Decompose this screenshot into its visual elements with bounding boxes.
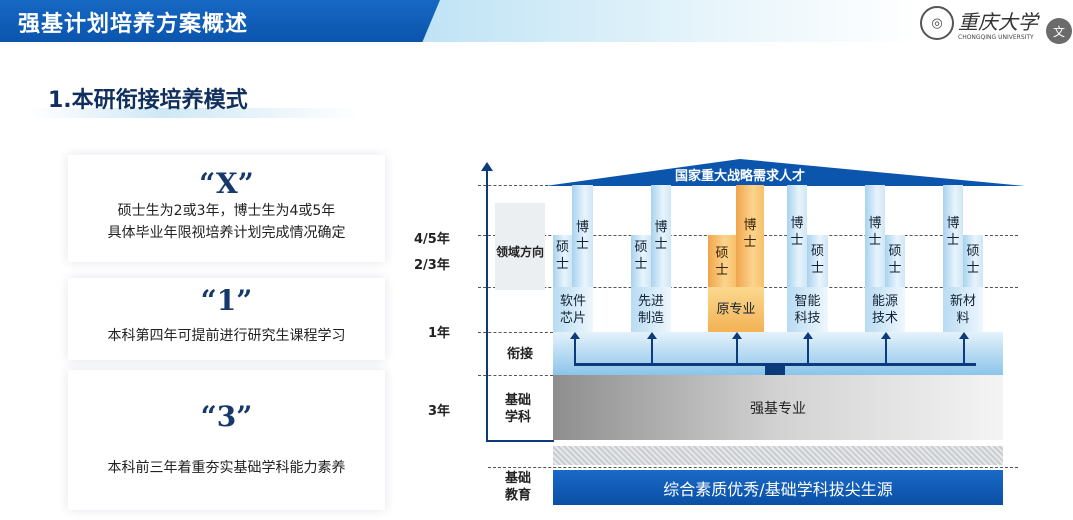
row-label: 衔接 bbox=[506, 347, 533, 362]
time-axis bbox=[486, 170, 488, 441]
arrow-up-icon bbox=[881, 332, 891, 365]
year-label: 4/5年 bbox=[414, 232, 450, 247]
doctor-column: 博士 bbox=[865, 185, 885, 287]
field-box: 智能科技 bbox=[787, 287, 828, 332]
master-column: 硕士 bbox=[631, 235, 651, 287]
doctor-column: 博士 bbox=[572, 185, 593, 287]
field-text: 先进制造 bbox=[637, 293, 664, 326]
divider bbox=[488, 467, 1018, 468]
axis-arrow-icon bbox=[481, 162, 493, 171]
col-text: 硕士 bbox=[888, 244, 902, 276]
translate-icon[interactable]: 文 bbox=[1046, 18, 1072, 44]
card-3: “3” 本科前三年着重夯实基础学科能力素养 bbox=[68, 370, 385, 510]
col-text: 博士 bbox=[575, 220, 589, 252]
section-underline bbox=[30, 108, 360, 118]
header-band bbox=[0, 0, 440, 42]
core-text: 强基专业 bbox=[750, 400, 806, 417]
field-box: 原专业 bbox=[708, 287, 764, 332]
col-text: 博士 bbox=[654, 220, 668, 252]
field-label-box bbox=[495, 203, 545, 290]
field-box: 能源技术 bbox=[865, 287, 905, 332]
col-text: 博士 bbox=[790, 216, 804, 248]
foundation-band: 综合素质优秀/基础学科拔尖生源 bbox=[553, 470, 1003, 505]
col-text: 博士 bbox=[868, 216, 882, 248]
header-fade bbox=[420, 0, 920, 42]
card-text: 本科前三年着重夯实基础学科能力素养 bbox=[107, 460, 346, 476]
col-text: 博士 bbox=[743, 218, 757, 250]
hatched-band bbox=[553, 446, 1003, 465]
field-text: 软件芯片 bbox=[559, 293, 586, 326]
field-text: 智能科技 bbox=[794, 293, 821, 326]
col-text: 硕士 bbox=[810, 244, 824, 276]
slide-title: 强基计划培养方案概述 bbox=[18, 12, 249, 37]
doctor-column: 博士 bbox=[651, 185, 671, 287]
field-box: 先进制造 bbox=[631, 287, 671, 332]
master-column: 硕士 bbox=[553, 235, 572, 287]
roof bbox=[545, 159, 1025, 186]
arrow-up-icon bbox=[647, 332, 657, 365]
roof-label: 国家重大战略需求人才 bbox=[674, 169, 805, 184]
row-label: 基础教育 bbox=[504, 471, 531, 503]
year-label: 3年 bbox=[428, 404, 451, 419]
divider bbox=[478, 185, 548, 186]
bridging-stem bbox=[765, 365, 785, 375]
col-text: 硕士 bbox=[715, 246, 729, 278]
card-text: 本科第四年可提前进行研究生课程学习 bbox=[107, 328, 346, 344]
arrow-up-icon bbox=[732, 332, 742, 365]
master-column: 硕士 bbox=[963, 235, 983, 287]
row-label: 基础学科 bbox=[504, 393, 531, 425]
year-label: 2/3年 bbox=[414, 258, 450, 273]
card-title: “1” bbox=[200, 284, 253, 317]
master-column: 硕士 bbox=[885, 235, 905, 287]
row-label: 领域方向 bbox=[495, 245, 544, 259]
field-box: 新材料 bbox=[943, 287, 983, 332]
master-column: 硕士 bbox=[708, 235, 736, 287]
col-text: 硕士 bbox=[555, 240, 569, 272]
bridging-line bbox=[574, 363, 976, 366]
axis-base bbox=[486, 440, 554, 442]
arrow-up-icon bbox=[570, 332, 580, 365]
card-text: 具体毕业年限视培养计划完成情况确定 bbox=[107, 225, 346, 241]
section-title: 1.本研衔接培养模式 bbox=[48, 88, 248, 113]
seal-icon: ◎ bbox=[920, 6, 954, 40]
arrow-up-icon bbox=[959, 332, 969, 365]
year-label: 1年 bbox=[428, 326, 451, 341]
doctor-column: 博士 bbox=[736, 185, 764, 287]
card-text: 硕士生为2或3年，博士生为4或5年 bbox=[117, 203, 336, 219]
logo-en: CHONGQING UNIVERSITY bbox=[958, 34, 1034, 41]
divider bbox=[478, 332, 553, 333]
divider bbox=[478, 375, 553, 376]
col-text: 博士 bbox=[946, 216, 960, 248]
doctor-column: 博士 bbox=[943, 185, 963, 287]
foundation-text: 综合素质优秀/基础学科拔尖生源 bbox=[663, 479, 893, 499]
field-text: 能源技术 bbox=[871, 293, 898, 326]
card-title: “3” bbox=[200, 400, 253, 433]
col-text: 硕士 bbox=[634, 240, 648, 272]
core-major-band: 强基专业 bbox=[553, 375, 1003, 440]
logo-text: 重庆大学 bbox=[958, 10, 1038, 34]
university-logo: ◎ 重庆大学 CHONGQING UNIVERSITY bbox=[920, 4, 1042, 46]
field-box: 软件芯片 bbox=[553, 287, 593, 332]
arrow-up-icon bbox=[803, 332, 813, 365]
master-column: 硕士 bbox=[807, 235, 828, 287]
field-text: 原专业 bbox=[716, 302, 756, 317]
card-1: “1” 本科第四年可提前进行研究生课程学习 bbox=[68, 278, 385, 360]
field-text: 新材料 bbox=[949, 293, 976, 326]
col-text: 硕士 bbox=[966, 244, 980, 276]
card-x: “X” 硕士生为2或3年，博士生为4或5年 具体毕业年限视培养计划完成情况确定 bbox=[68, 155, 385, 262]
card-title: “X” bbox=[199, 167, 254, 200]
doctor-column: 博士 bbox=[787, 185, 807, 287]
